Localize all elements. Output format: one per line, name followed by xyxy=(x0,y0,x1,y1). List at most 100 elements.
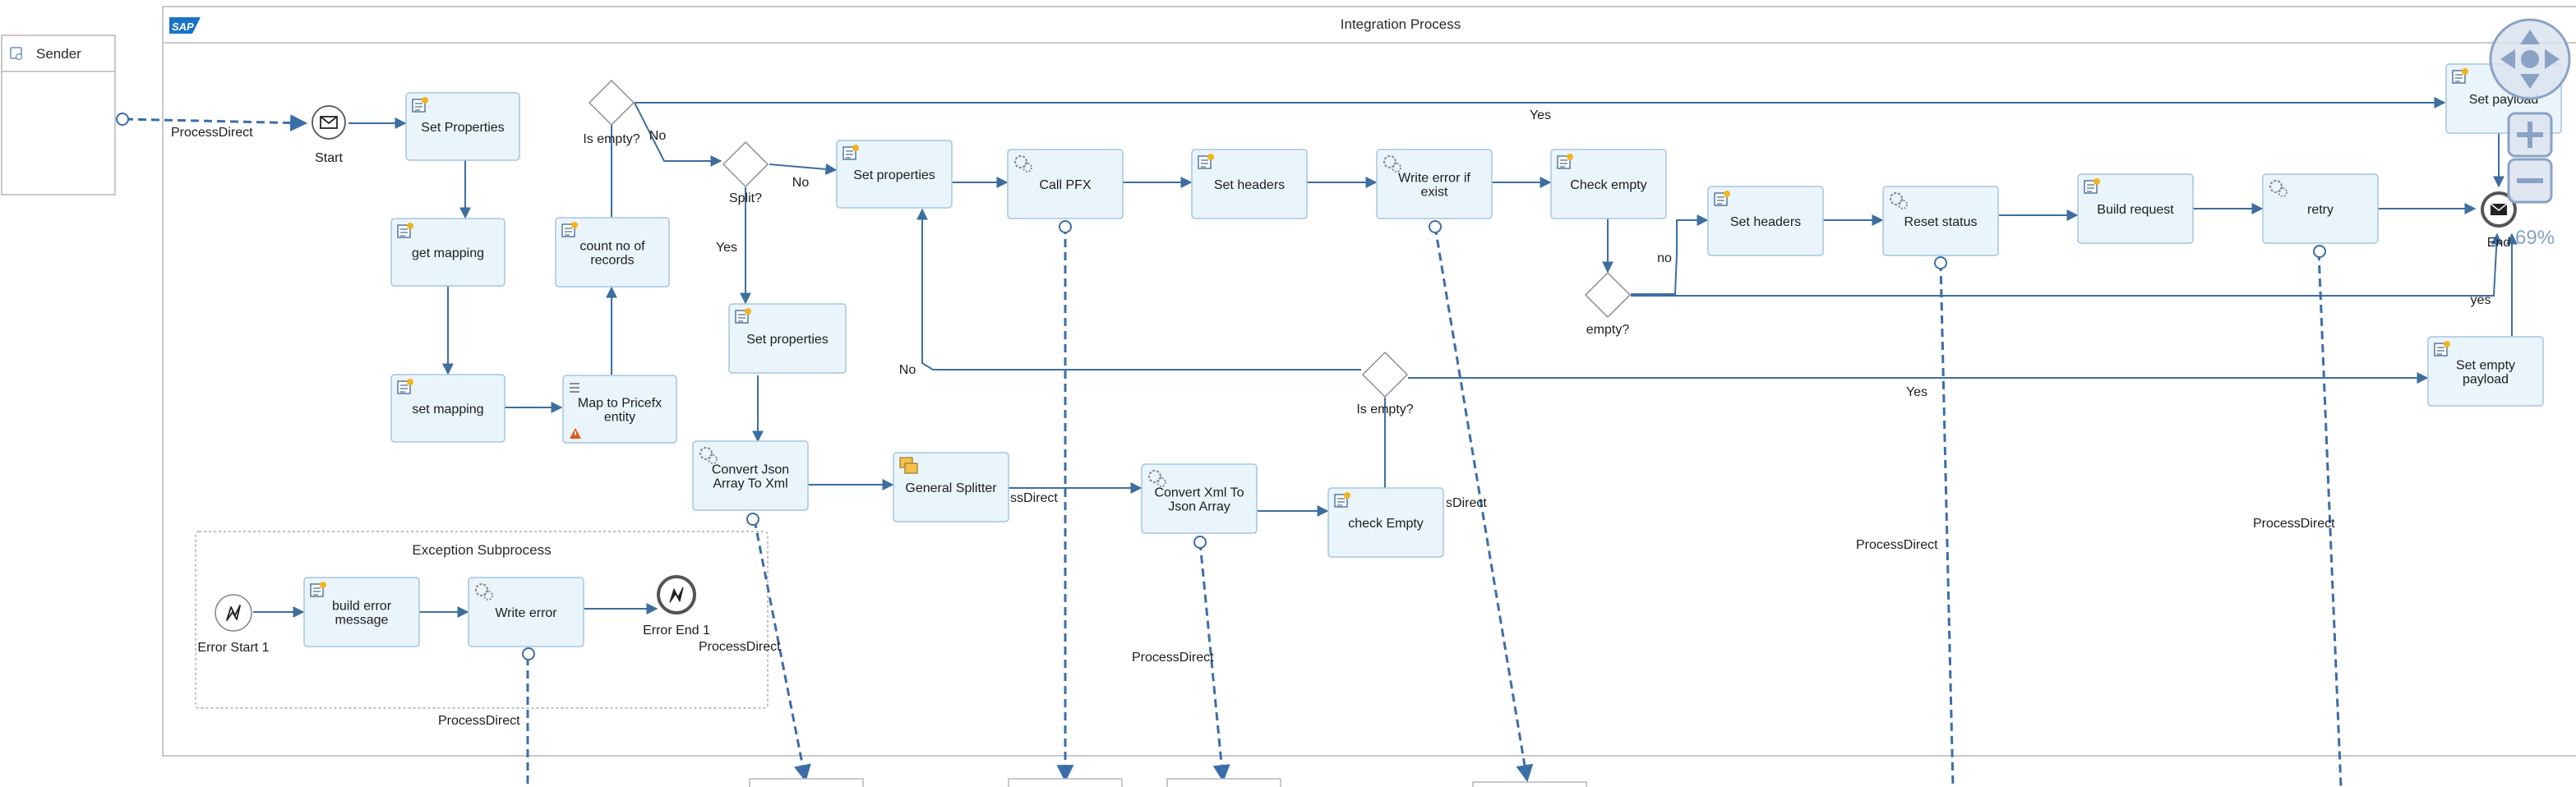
sender-participant[interactable]: Sender xyxy=(1,35,116,196)
pan-control[interactable] xyxy=(2489,18,2571,100)
task-label: General Splitter xyxy=(905,481,997,495)
script-icon xyxy=(843,145,859,160)
flow-label-pd-splitter: ssDirect xyxy=(1010,491,1058,505)
task-write-error[interactable]: Write error xyxy=(468,577,584,647)
flow-label-pd-json: ProcessDirect xyxy=(699,640,781,654)
message-flow-write-error-exist xyxy=(1433,226,1534,783)
task-set-mapping[interactable]: set mapping xyxy=(390,374,506,443)
flow-label-no-1: No xyxy=(649,129,667,143)
task-label: records xyxy=(590,254,634,268)
script-icon xyxy=(397,379,413,394)
flow-label-pd-xml: ProcessDirect xyxy=(1132,651,1214,665)
script-icon xyxy=(1334,492,1350,508)
flow-label-pd-sender: ProcessDirect xyxy=(171,126,253,140)
flow-empty-no xyxy=(1631,214,1709,295)
gateway-empty[interactable]: empty? xyxy=(1584,271,1632,337)
task-get-mapping[interactable]: get mapping xyxy=(390,218,506,287)
task-label: Set Properties xyxy=(421,121,504,135)
exception-subprocess[interactable]: Exception Subprocess xyxy=(195,531,769,709)
task-check-empty[interactable]: Check empty xyxy=(1550,149,1667,219)
event-end[interactable]: End xyxy=(2481,191,2517,250)
script-icon xyxy=(561,222,578,237)
task-general-splitter[interactable]: General Splitter xyxy=(893,452,1009,522)
flow-label-yes-empty: yes xyxy=(2471,293,2491,307)
task-label: Array To Xml xyxy=(713,477,787,491)
task-check-empty-2[interactable]: check Empty xyxy=(1327,487,1444,558)
gateway-is-empty-1[interactable]: Is empty? xyxy=(583,79,640,146)
message-flow-origins xyxy=(116,113,2326,660)
pan-up-arrow-icon xyxy=(2520,30,2540,44)
gear-icon xyxy=(2269,179,2287,197)
flow-label-no-loop: No xyxy=(899,363,916,377)
message-flow-convert-xml xyxy=(1198,541,1230,783)
envelope-icon xyxy=(2490,203,2508,215)
script-icon xyxy=(1714,191,1730,206)
flow-is-empty2-no xyxy=(916,208,1361,370)
script-icon xyxy=(412,97,428,113)
task-set-properties-2[interactable]: Set properties xyxy=(728,303,847,374)
task-label: Set headers xyxy=(1730,215,1801,229)
task-reset-status[interactable]: Reset status xyxy=(1882,186,1999,256)
gateways-layer: Is empty? Split? empty? Is empty? xyxy=(583,79,1632,417)
flow-empty-yes xyxy=(1631,232,2503,297)
gear-icon xyxy=(1889,191,1908,209)
task-label: get mapping xyxy=(412,246,484,260)
task-label: entity xyxy=(604,411,635,425)
navigation-control[interactable]: 69% xyxy=(2489,18,2571,249)
warning-icon xyxy=(570,428,581,439)
task-label: Call PFX xyxy=(1039,178,1091,192)
event-label: Error Start 1 xyxy=(197,641,269,655)
task-label: Set headers xyxy=(1214,178,1285,192)
flow-label-pd-check: sDirect xyxy=(1446,496,1487,510)
integration-process-pool[interactable]: SAP Integration Process xyxy=(162,6,2576,757)
gateway-label: Is empty? xyxy=(1356,403,1413,417)
task-label: Set properties xyxy=(746,333,829,347)
script-icon xyxy=(1198,154,1214,169)
task-label: Write error if xyxy=(1398,172,1470,186)
gear-icon xyxy=(474,582,493,601)
gateway-label: Split? xyxy=(729,191,762,205)
flow-label-pd-retry: ProcessDirect xyxy=(2253,517,2335,531)
gateway-split[interactable]: Split? xyxy=(722,140,769,205)
event-error-end-1[interactable]: Error End 1 xyxy=(643,575,710,637)
zoom-in-button[interactable] xyxy=(2507,112,2553,158)
task-label: Check empty xyxy=(1570,178,1646,192)
flow-label-no-2: No xyxy=(792,176,810,190)
task-label: set mapping xyxy=(412,403,483,417)
plus-icon xyxy=(2517,122,2543,148)
script-icon xyxy=(310,582,326,597)
zoom-level: 69% xyxy=(2515,227,2555,249)
task-label: retry xyxy=(2307,203,2334,217)
zoom-out-button[interactable] xyxy=(2507,158,2553,204)
task-set-headers-2[interactable]: Set headers xyxy=(1707,186,1824,256)
event-label: Start xyxy=(315,151,343,165)
event-start[interactable]: Start xyxy=(312,105,346,165)
pan-right-arrow-icon xyxy=(2545,49,2560,69)
task-build-request[interactable]: Build request xyxy=(2077,173,2194,244)
task-retry[interactable]: retry xyxy=(2262,173,2379,244)
task-set-properties-1[interactable]: Set Properties xyxy=(405,92,520,161)
subprocess-title: Exception Subprocess xyxy=(412,542,551,558)
task-label: Set properties xyxy=(853,168,935,182)
event-label: End xyxy=(2487,236,2510,250)
task-set-headers-1[interactable]: Set headers xyxy=(1191,149,1308,219)
lightning-icon xyxy=(226,605,241,621)
gateway-is-empty-2[interactable]: Is empty? xyxy=(1356,351,1414,417)
task-label: Convert Json xyxy=(712,463,789,477)
envelope-icon xyxy=(320,116,338,129)
event-error-start-1[interactable]: Error Start 1 xyxy=(197,594,270,655)
flow-label-pd-reset: ProcessDirect xyxy=(1856,538,1938,552)
pan-down-arrow-icon xyxy=(2520,74,2540,89)
task-call-pfx[interactable]: Call PFX xyxy=(1007,149,1124,219)
flow-label-no-empty: no xyxy=(1657,251,1672,265)
gateway-label: empty? xyxy=(1586,323,1630,337)
task-set-properties-3[interactable]: Set properties xyxy=(836,140,953,209)
